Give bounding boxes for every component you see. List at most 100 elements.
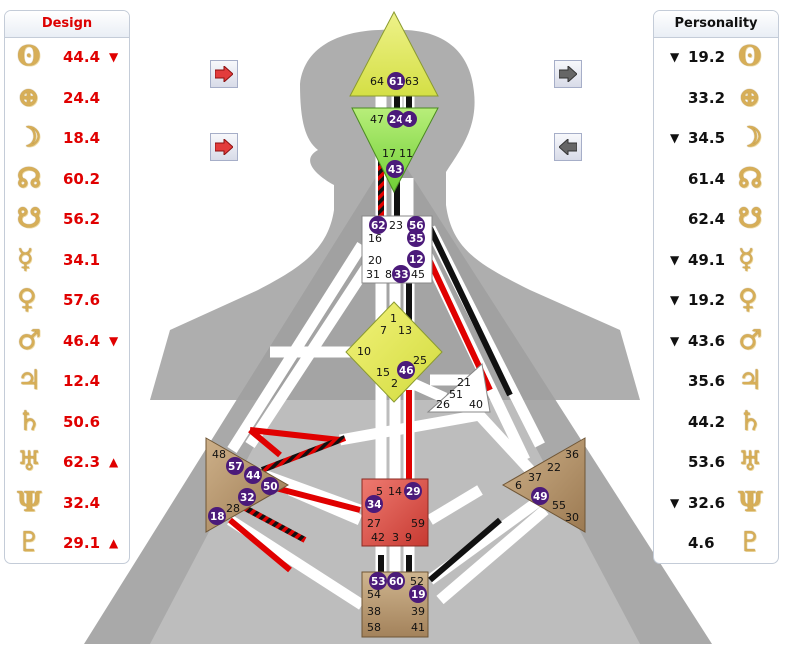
personality-mark: ▼ [670,495,680,510]
gate-50: 50 [263,481,278,493]
gate-9: 9 [405,531,412,544]
design-mark: ▲ [109,536,119,550]
design-value: 56.2 [63,210,101,228]
design-value: 44.4 [63,48,101,66]
root-center: 53 60 52 54 19 38 39 58 41 [361,571,429,638]
south-node-icon: ☋ [738,203,762,234]
design-panel-title: Design [5,11,129,38]
spleen-center: 48 57 44 50 32 28 18 [205,437,290,533]
design-bottom-arrow-button[interactable] [210,133,238,161]
sacral-center: 5 14 29 34 27 59 42 3 9 [361,478,429,547]
heart-center: 21 51 26 40 [426,363,491,413]
south-node-icon: ☋ [17,203,41,234]
gate-19: 19 [411,589,426,601]
personality-bottom-arrow-button[interactable] [554,133,582,161]
neptune-icon: Ψ [738,486,763,518]
personality-value: 49.1 [688,250,726,269]
personality-mark: ▼ [670,131,680,145]
gate-21: 21 [457,376,471,389]
gate-38: 38 [367,605,381,618]
personality-panel-title: Personality [654,11,778,38]
personality-row-pluto: ♇ 4.6 [654,526,778,560]
mercury-icon: ☿ [17,243,34,275]
design-value: 24.4 [63,88,101,107]
gate-57: 57 [228,461,243,473]
gate-34: 34 [367,499,382,511]
design-value: 50.6 [63,412,101,431]
earth-icon: ⊕ [738,81,761,113]
personality-row-south-node: ☋ 62.4 [654,202,778,236]
arrow-right-red-icon [215,139,233,155]
gate-1: 1 [390,312,397,325]
gate-53: 53 [371,576,386,588]
gate-18: 18 [210,511,225,523]
sun-icon: ʘ [738,41,762,72]
personality-value: 33.2 [688,88,726,107]
neptune-icon: Ψ [17,486,42,518]
gate-48: 48 [212,448,226,461]
gate-24: 24 [389,114,404,126]
gate-14: 14 [388,485,402,498]
gate-23: 23 [389,219,403,232]
gate-40: 40 [469,398,483,411]
design-row-mercury: ☿34.1 [5,243,129,277]
personality-row-mars: ♂43.6▼ [654,324,778,358]
gate-42: 42 [371,531,385,544]
design-row-pluto: ♇29.1▲ [5,526,129,560]
design-value: 60.2 [63,169,101,188]
gate-2: 2 [391,377,398,390]
gate-10: 10 [357,345,371,358]
pluto-icon: ♇ [738,527,763,558]
design-row-jupiter: ♃12.4 [5,364,129,398]
personality-row-mercury: ☿49.1▼ [654,243,778,277]
design-mark: ▲ [109,455,119,469]
gate-31: 31 [366,268,380,281]
personality-value: 19.2 [688,291,726,309]
north-node-icon: ☊ [738,162,762,194]
gate-26: 26 [436,398,450,411]
personality-value: 4.6 [688,534,715,552]
design-value: 46.4 [63,331,101,350]
venus-icon: ♀ [738,284,758,315]
gate-20: 20 [368,254,382,267]
gate-52: 52 [410,575,424,588]
north-node-icon: ☊ [17,162,41,194]
gate-61-activation [387,72,405,90]
moon-icon: ☽ [17,122,42,153]
personality-value: 61.4 [688,169,726,188]
gate-61: 61 [389,76,404,88]
gate-59: 59 [411,517,425,530]
arrow-right-gray-icon [559,66,577,82]
gate-30: 30 [565,511,579,524]
design-top-arrow-button[interactable] [210,60,238,88]
design-row-venus: ♀ 57.6 [5,283,129,317]
mars-icon: ♂ [738,324,763,356]
mars-icon: ♂ [17,324,42,356]
personality-mark: ▼ [670,252,680,267]
venus-icon: ♀ [17,284,37,315]
sun-icon: ʘ [17,41,41,72]
design-mark: ▼ [109,50,119,64]
gate-6: 6 [515,479,522,492]
gate-63: 63 [405,75,419,88]
design-row-sun: ʘ 44.4 ▼ [5,40,129,74]
gate-15: 15 [376,366,390,379]
personality-value: 62.4 [688,210,726,228]
personality-value: 19.2 [688,48,726,66]
personality-value: 53.6 [688,453,726,471]
personality-value: 34.5 [688,129,726,147]
gate-43-activation [386,160,404,178]
design-value: 12.4 [63,372,101,390]
gate-62: 62 [371,220,386,232]
gate-54: 54 [367,588,381,601]
design-value: 57.6 [63,291,101,309]
gate-41: 41 [411,621,425,634]
gate-29: 29 [406,486,421,498]
gate-12: 12 [409,254,424,266]
saturn-icon: ♄ [17,405,42,437]
personality-top-arrow-button[interactable] [554,60,582,88]
